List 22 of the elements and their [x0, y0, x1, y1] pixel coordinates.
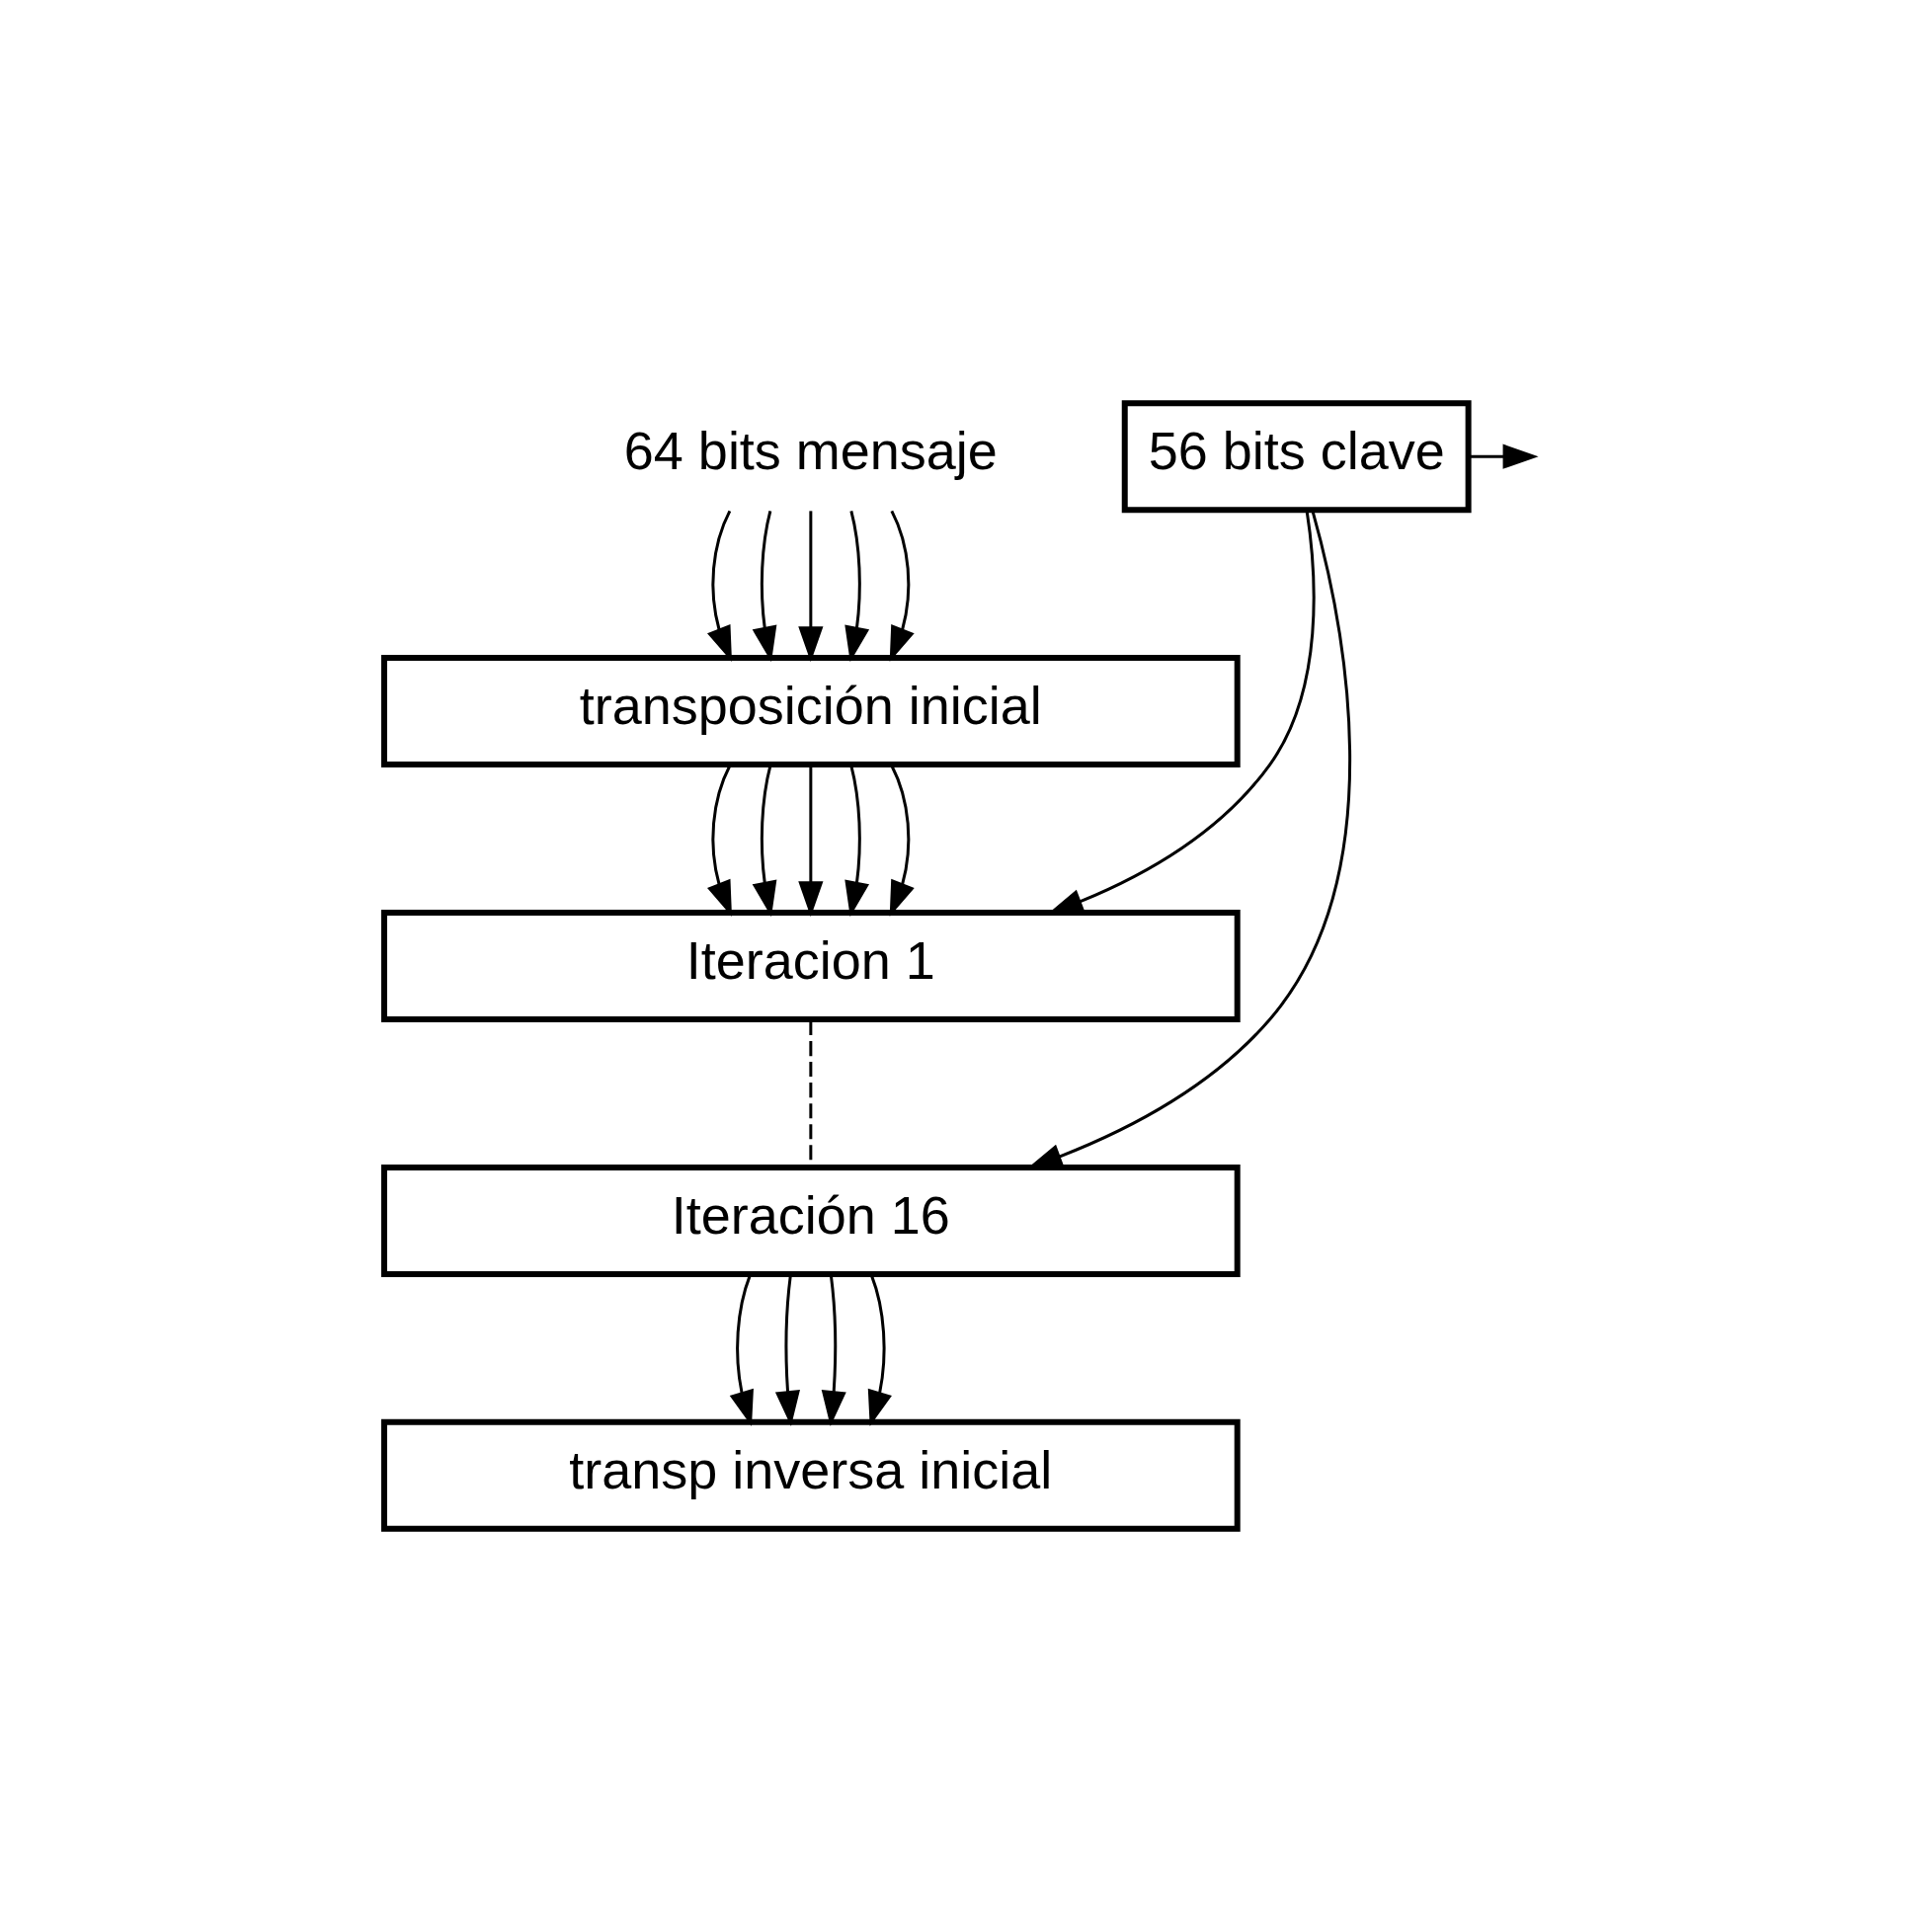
- arrow: [752, 765, 777, 918]
- arrow: [707, 510, 732, 662]
- arrow: [844, 765, 870, 918]
- arrow: [821, 1274, 846, 1427]
- node-box: transposición inicial: [381, 655, 1241, 768]
- arrow: [729, 1274, 754, 1426]
- arrow: [1469, 443, 1539, 469]
- arrow: [752, 511, 777, 663]
- arrow: [798, 765, 824, 918]
- arrow: [798, 511, 824, 663]
- node-box: Iteración 16: [381, 1164, 1241, 1277]
- arrow: [844, 511, 870, 663]
- arrow: [867, 1274, 892, 1426]
- connector: [809, 1020, 813, 1167]
- arrow: [707, 765, 732, 917]
- node-box: Iteracion 1: [381, 910, 1241, 1022]
- arrow: [889, 510, 915, 662]
- arrow: [889, 765, 915, 917]
- arrow: [774, 1274, 800, 1427]
- node-box: transp inversa inicial: [381, 1418, 1241, 1532]
- node-box: 56 bits clave: [1121, 400, 1472, 514]
- node-text: 64 bits mensaje: [623, 421, 998, 481]
